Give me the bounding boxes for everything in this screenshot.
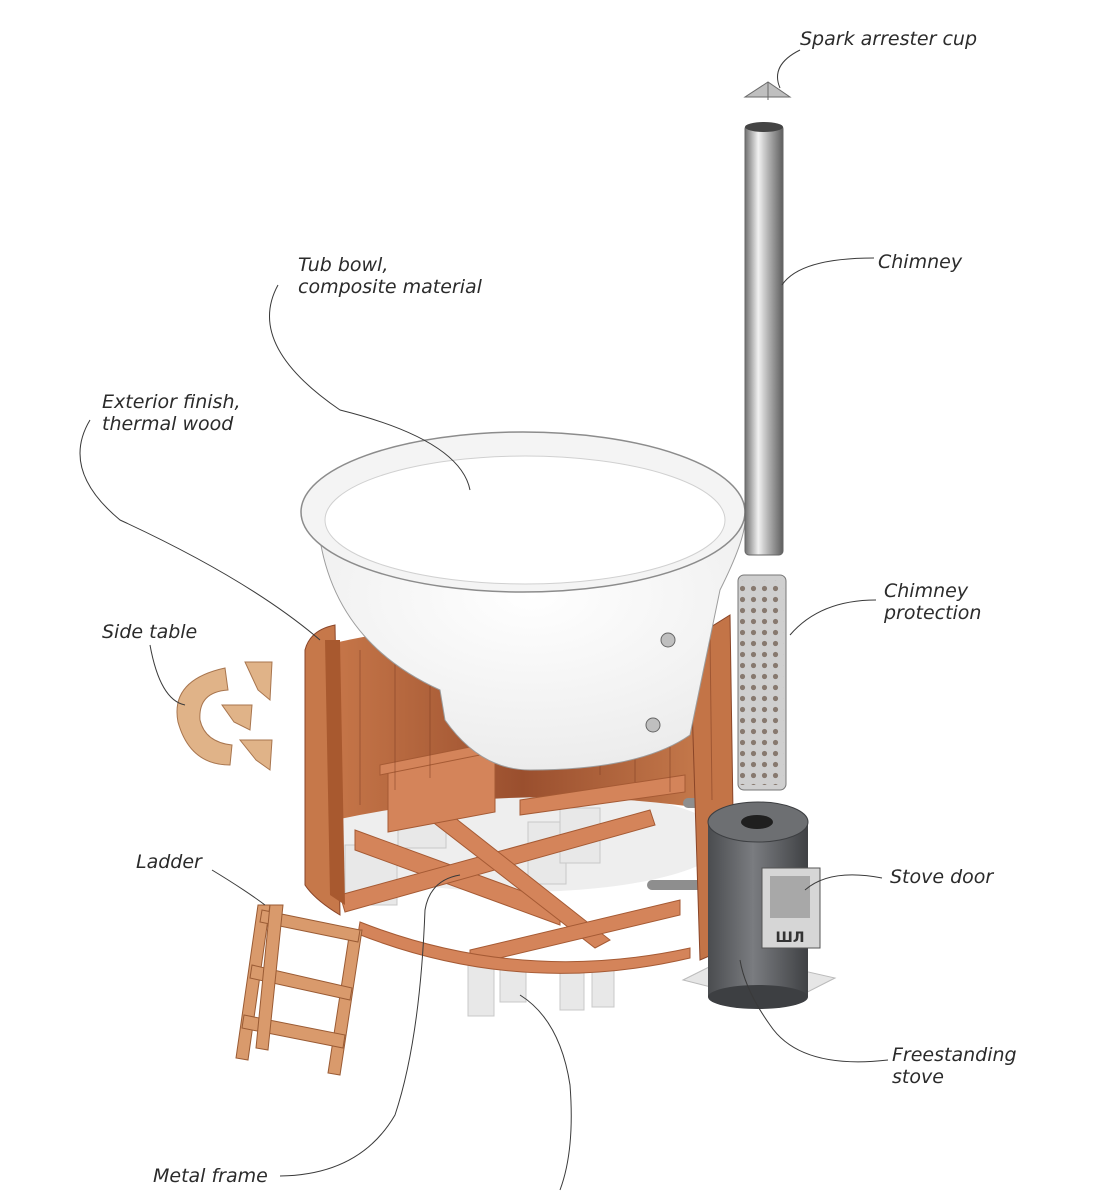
label-exterior-finish: Exterior finish, thermal wood (102, 391, 241, 435)
label-line: composite material (298, 276, 482, 298)
ladder (235, 904, 363, 1076)
label-metal-frame: Metal frame (153, 1165, 268, 1187)
chimney-protection-cage (737, 574, 787, 791)
spark-arrester-cup (743, 81, 792, 100)
stove-door: ШЛ (761, 867, 821, 949)
label-line: Tub bowl, (298, 254, 389, 276)
label-line: Stove door (890, 866, 994, 888)
svg-text:ШЛ: ШЛ (776, 930, 805, 946)
tub-bowl (300, 431, 746, 771)
label-stove-door: Stove door (890, 866, 993, 888)
label-line: thermal wood (102, 413, 234, 435)
label-line: Chimney (884, 580, 969, 602)
label-chimney: Chimney (878, 251, 962, 273)
side-table-pieces (176, 661, 273, 771)
label-side-table: Side table (102, 621, 197, 643)
label-line: Side table (102, 621, 198, 643)
leader-lines (79, 49, 889, 1191)
label-line: Metal frame (153, 1165, 268, 1187)
label-spark-arrester-cup: Spark arrester cup (800, 28, 977, 50)
label-line: stove (892, 1066, 944, 1088)
label-line: Freestanding (892, 1044, 1017, 1066)
metal-frame-beams (339, 741, 691, 974)
label-line: Chimney (878, 251, 963, 273)
label-line: Spark arrester cup (800, 28, 978, 50)
label-tub-bowl: Tub bowl, composite material (298, 254, 482, 298)
label-line: Exterior finish, (102, 391, 241, 413)
label-ladder: Ladder (136, 851, 202, 873)
label-line: protection (884, 602, 982, 624)
label-chimney-protection: Chimney protection (884, 580, 981, 624)
label-freestanding-stove: Freestanding stove (892, 1044, 1017, 1088)
chimney-pipe (744, 122, 784, 556)
label-line: Ladder (136, 851, 202, 873)
